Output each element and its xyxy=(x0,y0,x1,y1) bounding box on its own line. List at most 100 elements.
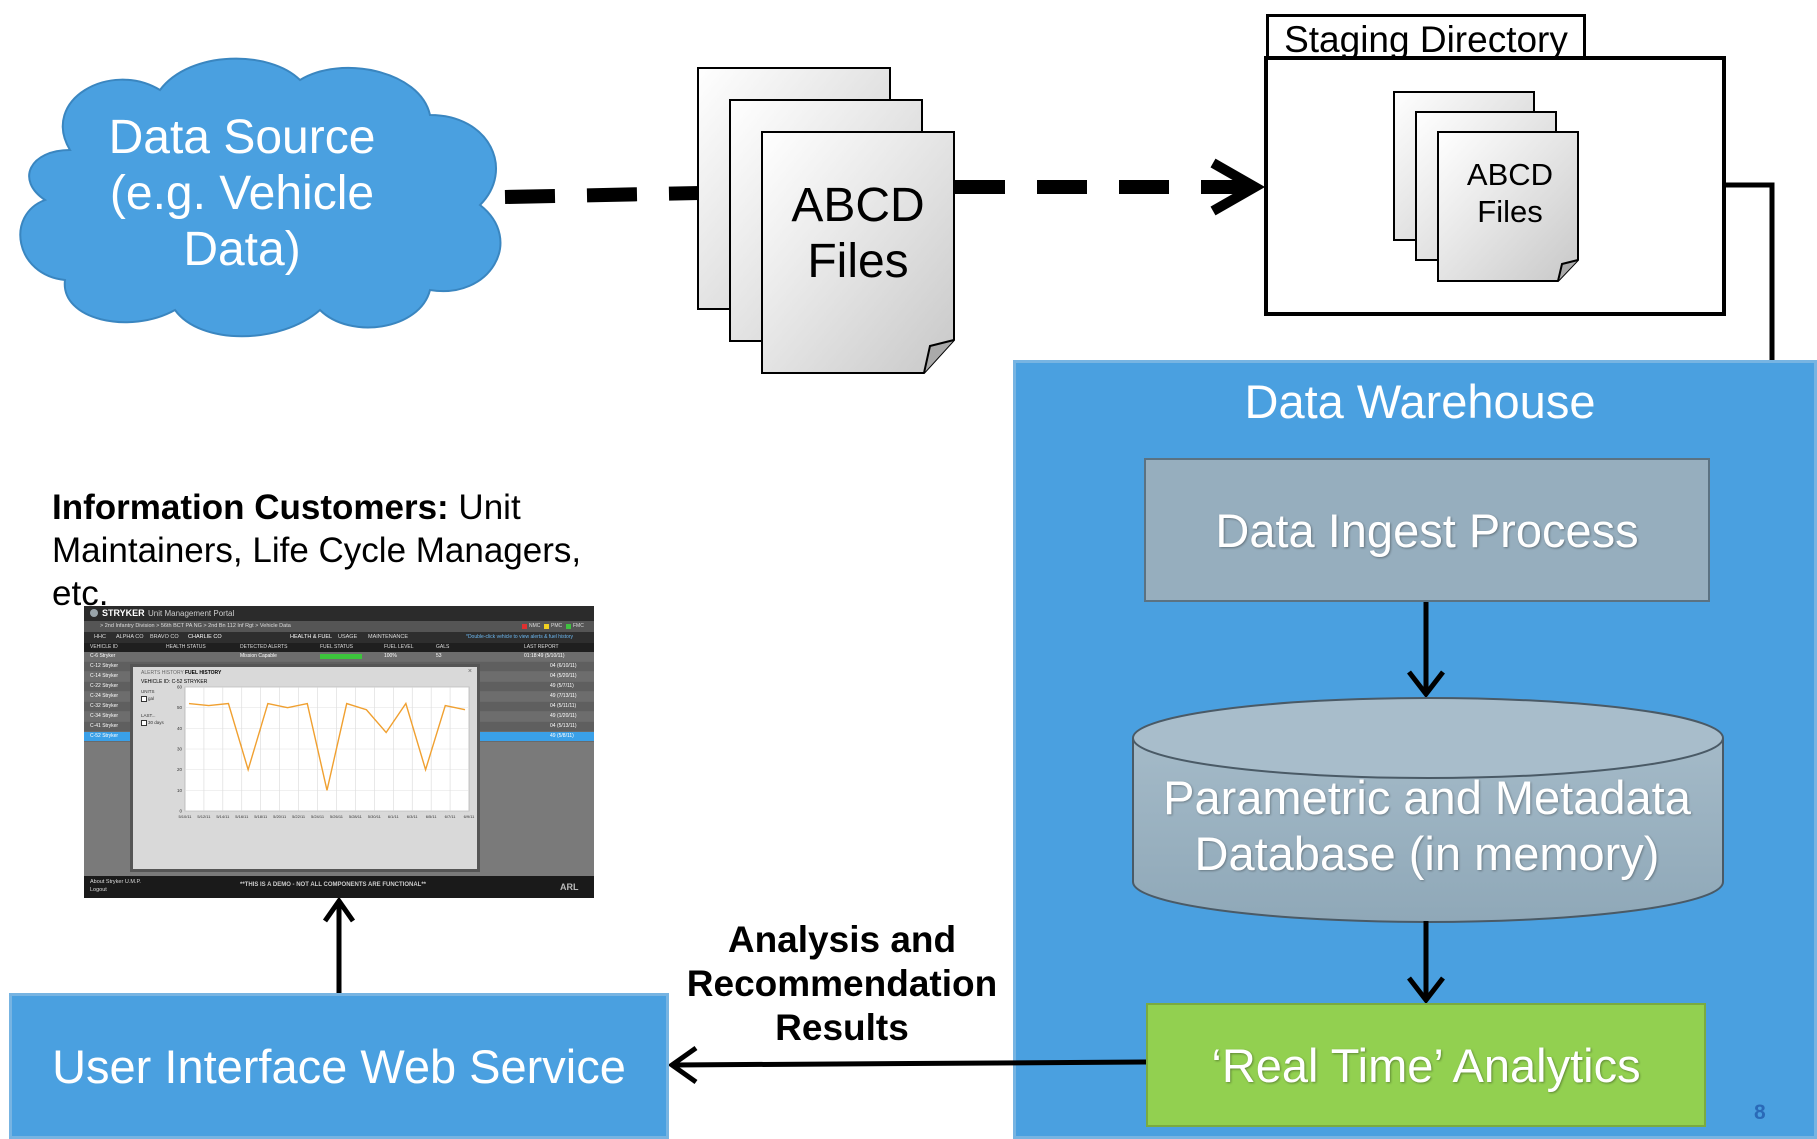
analytics-to-ui-arrow xyxy=(667,1045,1147,1085)
tab-charlie[interactable]: CHARLIE CO xyxy=(188,634,222,640)
nmc-legend-icon xyxy=(522,624,527,629)
portal-app-title: STRYKER xyxy=(102,608,145,618)
analysis-results-label: Analysis and Recommendation Results xyxy=(686,919,998,1048)
fuel-level-line xyxy=(188,701,466,791)
units-checkbox[interactable] xyxy=(141,696,147,702)
portal-breadcrumb-bar: > 2nd Infantry Division > 56th BCT PA NG… xyxy=(84,621,594,632)
last-checkbox[interactable] xyxy=(141,720,147,726)
footer-about-link[interactable]: About Stryker U.M.P. xyxy=(90,879,141,885)
column-header: FUEL STATUS xyxy=(320,644,353,650)
vehicle-cell: 53 xyxy=(436,653,442,659)
vehicle-table-header: VEHICLE ID HEALTH STATUS DETECTED ALERTS… xyxy=(84,643,594,652)
popup-tab-fuel[interactable]: FUEL HISTORY xyxy=(185,670,222,676)
chart-x-tick-label: 6/9/11 xyxy=(464,814,476,819)
subtab-usage[interactable]: USAGE xyxy=(338,634,358,640)
information-customers-text: Information Customers: Unit Maintainers,… xyxy=(52,486,652,615)
footer-demo-notice: **THIS IS A DEMO - NOT ALL COMPONENTS AR… xyxy=(240,882,427,888)
chart-x-tick-label: 6/3/11 xyxy=(407,814,419,819)
legend-label: PMC xyxy=(551,623,563,629)
chart-y-tick-label: 0 xyxy=(179,809,182,814)
vehicle-id: C-12 Stryker xyxy=(90,663,119,669)
footer-logout-link[interactable]: Logout xyxy=(90,887,107,893)
chart-x-tick-label: 5/22/11 xyxy=(292,814,306,819)
customers-text-line: Maintainers, Life Cycle Managers, xyxy=(52,531,582,570)
ui-to-screenshot-arrow xyxy=(322,896,356,993)
chart-x-tick-label: 5/10/11 xyxy=(178,814,192,819)
real-time-analytics-box: ‘Real Time’ Analytics xyxy=(1146,1003,1706,1127)
slide-number: 8 xyxy=(1754,1101,1766,1124)
chart-y-tick-label: 20 xyxy=(177,767,183,772)
vehicle-cell: 100% xyxy=(384,653,397,659)
vehicle-last-report: 04 (5/13/11) xyxy=(550,723,577,729)
vehicle-row[interactable]: C-6 Stryker Mission Capable 100% 53 01:18:49… xyxy=(84,652,594,661)
column-header: DETECTED ALERTS xyxy=(240,644,288,650)
portal-tab-bar: HHC ALPHA CO BRAVO CO CHARLIE CO HEALTH … xyxy=(84,632,594,643)
chart-x-tick-label: 5/24/11 xyxy=(311,814,325,819)
popup-close-icon[interactable]: × xyxy=(467,668,472,675)
customers-text-line: Unit xyxy=(448,488,521,527)
vehicle-last-report: 49 (7/13/11) xyxy=(550,693,577,699)
last-label: LAST... xyxy=(141,713,156,718)
column-header: FUEL LEVEL xyxy=(384,644,414,650)
abcd-files-stack xyxy=(697,67,955,374)
vehicle-id: C-34 Stryker xyxy=(90,713,119,719)
vehicle-cell: 01:18:49 (5/10/11) xyxy=(524,653,565,659)
staging-directory-title: Staging Directory xyxy=(1266,14,1586,60)
data-source-label: Data Source (e.g. Vehicle Data) xyxy=(108,111,376,276)
portal-hint: *Double-click vehicle to view alerts & f… xyxy=(466,634,573,640)
vehicle-last-report: 49 (5/7/11) xyxy=(550,683,574,689)
vehicle-last-report: 04 (5/20/11) xyxy=(550,673,577,679)
vehicle-last-report: 04 (5/11/11) xyxy=(550,703,577,709)
subtab-health-fuel[interactable]: HEALTH & FUEL xyxy=(290,634,333,640)
abcd-files-label: ABCD Files xyxy=(791,179,925,288)
chart-x-tick-label: 5/14/11 xyxy=(216,814,230,819)
customers-bold-label: Information Customers: xyxy=(52,488,449,527)
chart-x-tick-label: 5/30/11 xyxy=(368,814,382,819)
chart-y-tick-label: 40 xyxy=(177,726,183,731)
last-option: 30 days xyxy=(148,720,164,725)
column-header: HEALTH STATUS xyxy=(166,644,206,650)
data-warehouse-title: Data Warehouse xyxy=(1244,375,1596,428)
chart-x-tick-label: 6/7/11 xyxy=(445,814,457,819)
tab-hhc[interactable]: HHC xyxy=(94,634,106,640)
portal-title-bar: STRYKER Unit Management Portal xyxy=(84,606,594,621)
arl-logo: ARL xyxy=(560,882,579,892)
staging-files-label: ABCD Files xyxy=(1466,157,1554,229)
chart-x-tick-label: 5/12/11 xyxy=(197,814,211,819)
chart-x-tick-label: 6/1/11 xyxy=(388,814,400,819)
popup-tab-alerts[interactable]: ALERTS HISTORY xyxy=(141,670,184,676)
vehicle-id: C-41 Stryker xyxy=(90,723,119,729)
vehicle-id: C-24 Stryker xyxy=(90,693,119,699)
data-ingest-process-box: Data Ingest Process xyxy=(1144,458,1710,602)
tab-bravo[interactable]: BRAVO CO xyxy=(150,634,179,640)
vehicle-cell: Mission Capable xyxy=(240,653,277,659)
legend-label: NMC xyxy=(529,623,541,629)
popup-vehicle-id: VEHICLE ID: C-52 STRYKER xyxy=(141,679,208,685)
chart-x-tick-label: 5/16/11 xyxy=(235,814,249,819)
portal-breadcrumb[interactable]: > 2nd Infantry Division > 56th BCT PA NG… xyxy=(100,623,291,629)
vehicle-id: C-6 Stryker xyxy=(90,653,116,659)
vehicle-id: C-14 Stryker xyxy=(90,673,119,679)
chart-y-tick-label: 10 xyxy=(177,788,183,793)
data-source-cloud xyxy=(19,57,502,338)
subtab-maintenance[interactable]: MAINTENANCE xyxy=(368,634,409,640)
vehicle-last-report: 04 (6/10/11) xyxy=(550,663,577,669)
fuel-history-popup: ALERTS HISTORY FUEL HISTORY × VEHICLE ID… xyxy=(130,664,480,872)
dashed-flow-arrow xyxy=(504,158,1266,216)
fuel-status-bar xyxy=(320,654,362,659)
chart-x-tick-label: 5/26/11 xyxy=(330,814,344,819)
chart-x-tick-label: 5/18/11 xyxy=(254,814,268,819)
portal-app-subtitle: Unit Management Portal xyxy=(148,609,235,618)
tab-alpha[interactable]: ALPHA CO xyxy=(116,634,144,640)
chart-y-tick-label: 60 xyxy=(177,685,183,690)
units-label: UNITS xyxy=(141,689,155,694)
vehicle-id: C-52 Stryker xyxy=(90,733,119,739)
units-option: gal xyxy=(148,696,155,701)
stryker-portal-screenshot: STRYKER Unit Management Portal > 2nd Inf… xyxy=(84,606,594,898)
chart-y-tick-label: 30 xyxy=(177,747,183,752)
portal-footer: About Stryker U.M.P. Logout **THIS IS A … xyxy=(84,876,594,898)
column-header: GALS xyxy=(436,644,450,650)
staging-files-stack xyxy=(1393,91,1579,282)
